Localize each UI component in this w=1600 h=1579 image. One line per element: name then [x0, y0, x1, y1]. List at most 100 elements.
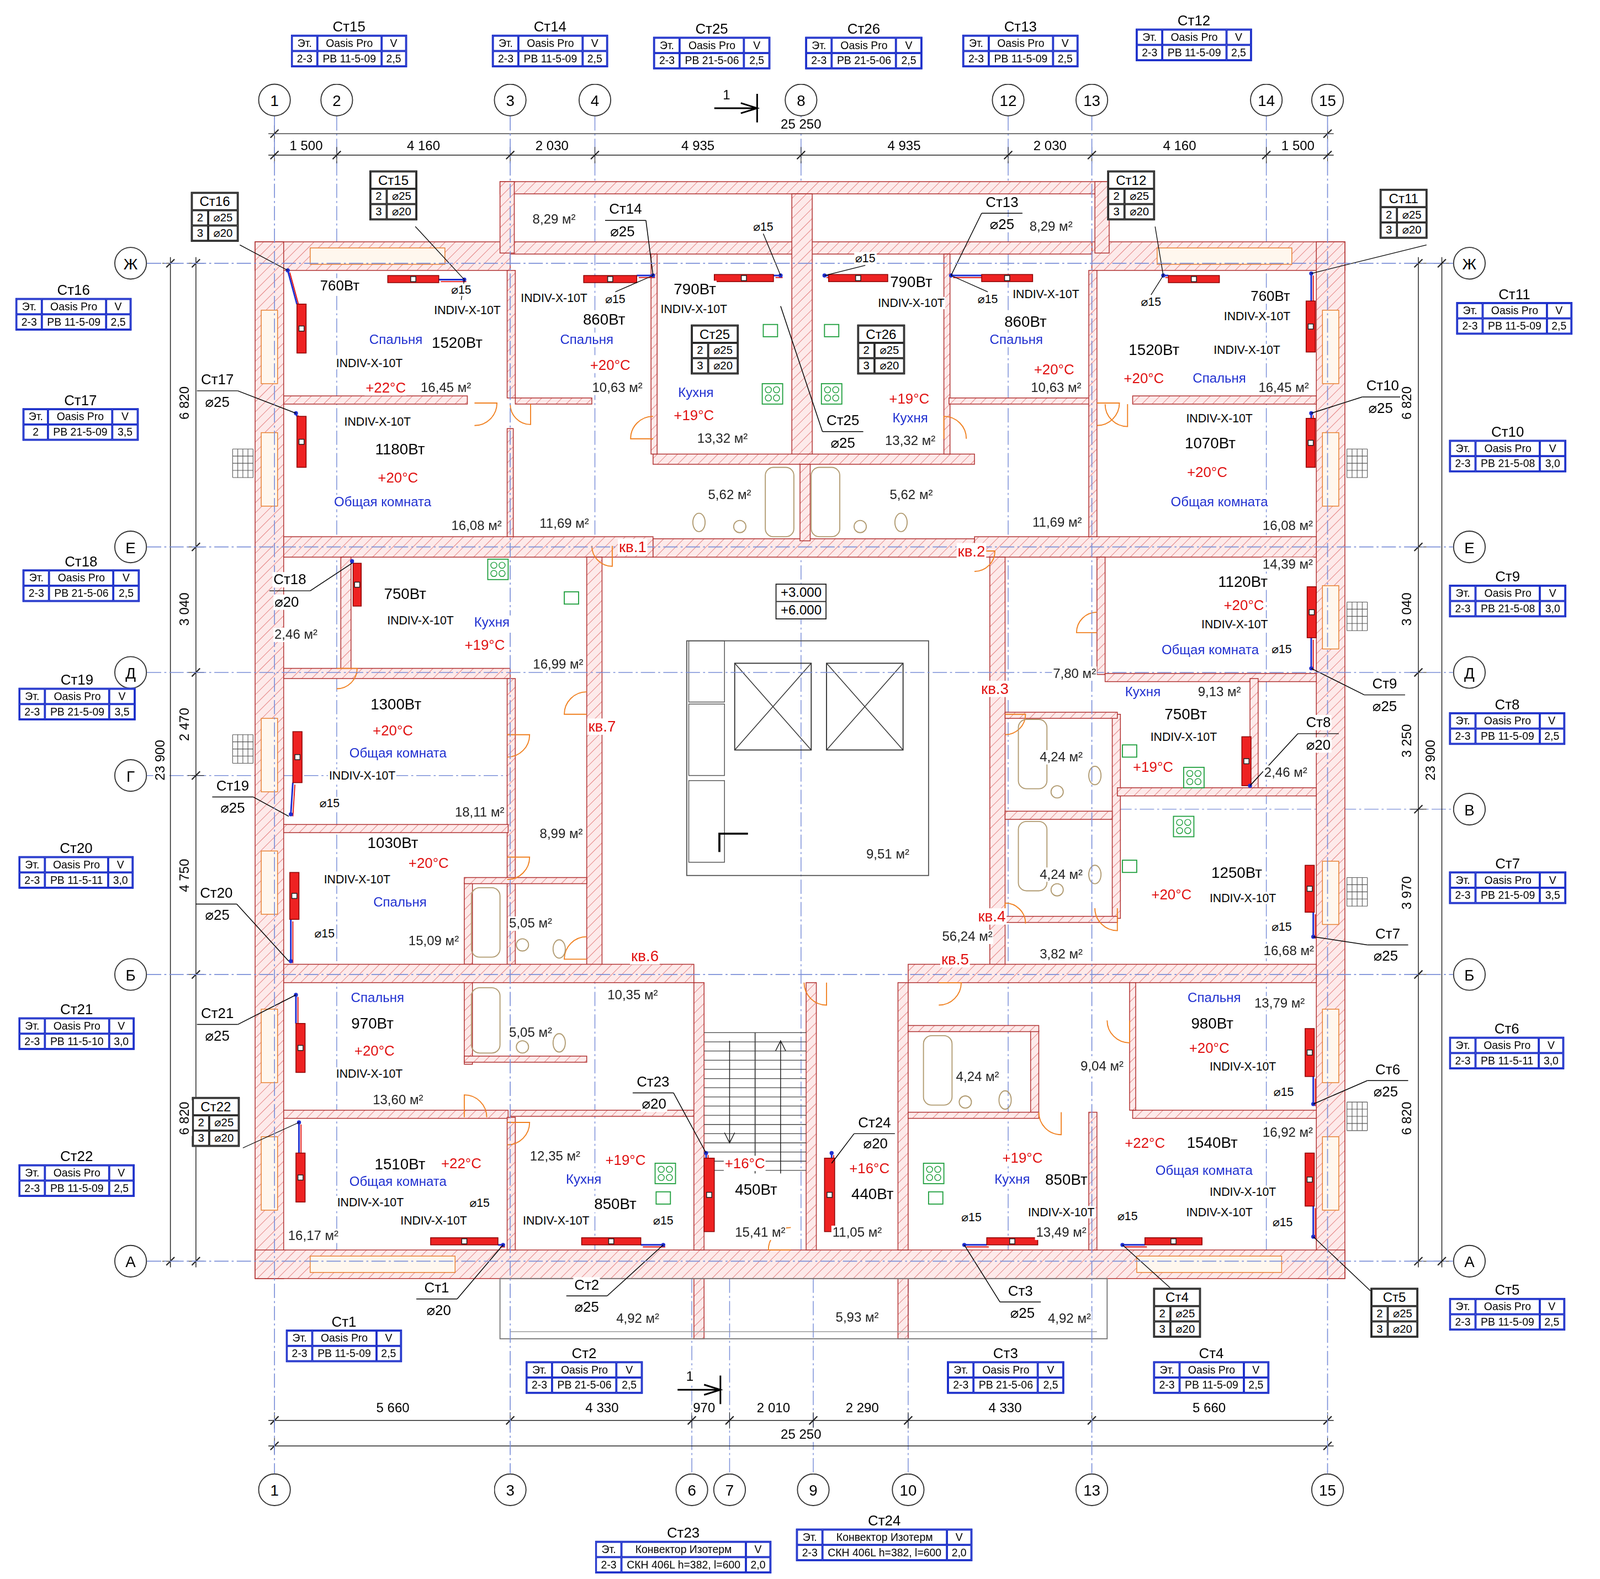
- wall: [806, 982, 817, 1250]
- section-mark: [714, 93, 758, 123]
- pipe: [289, 272, 300, 306]
- axis-bubble: 6: [675, 1473, 709, 1507]
- riser-callout: Ст1: [423, 1280, 451, 1296]
- table-cell: РВ 11-5-09: [41, 314, 106, 330]
- window: [1157, 247, 1292, 265]
- riser-title: Ст5: [1494, 1281, 1520, 1298]
- radiator-table: Ст26Эт.Oasis ProV2-3РВ 21-5-062,5: [804, 20, 923, 70]
- burner: [765, 386, 772, 393]
- room-temperature: +20°C: [1222, 597, 1266, 613]
- riser-callout: Ст23: [635, 1074, 671, 1090]
- table-grid: Эт.Конвектор ИзотермV2-3СКН 406L h=382, …: [796, 1528, 973, 1562]
- radiator: [292, 731, 303, 783]
- pipe: [440, 281, 466, 283]
- axis-mark: Д: [1464, 663, 1475, 681]
- room-area: 3,82 м²: [1038, 946, 1084, 961]
- thermostat: [608, 1238, 614, 1244]
- grille-line: [1367, 601, 1368, 631]
- wall: [507, 270, 516, 399]
- table-cell: Oasis Pro: [518, 35, 582, 52]
- table-cell: V: [109, 689, 135, 705]
- door-swing: [1097, 403, 1120, 426]
- dimension-line: [170, 257, 171, 1268]
- wall: [653, 538, 975, 558]
- leaders: [195, 213, 1427, 1302]
- table-cell: 2-3: [1449, 601, 1476, 617]
- wall: [944, 253, 951, 454]
- table-cell: 2,5: [1037, 1377, 1063, 1393]
- extension-line: [336, 146, 337, 164]
- heat-load: 860Вт: [581, 311, 627, 328]
- riser-callout: Ст24: [856, 1114, 892, 1130]
- axis-bubble: В: [1453, 792, 1486, 826]
- table-cell: Oasis Pro: [552, 1362, 617, 1378]
- room-area: 11,05 м²: [831, 1225, 883, 1240]
- table-cell: РВ 11-5-09: [45, 1180, 109, 1196]
- dimension: 23 900: [1423, 738, 1438, 782]
- room-area: 16,92 м²: [1261, 1125, 1315, 1140]
- core: [686, 640, 929, 1174]
- pipe: [297, 997, 299, 1026]
- equipment-note: ⌀15: [1116, 1210, 1139, 1223]
- room-name: Кухня: [1124, 684, 1162, 699]
- callout-rule: [854, 1133, 895, 1135]
- table-cell: РВ 21-5-09: [48, 424, 113, 441]
- axis-line: [1007, 116, 1009, 1279]
- apartment-number: кв.1: [617, 538, 648, 555]
- pipe: [292, 784, 295, 817]
- grille-line: [1347, 469, 1368, 471]
- elevator: [826, 663, 904, 750]
- riser-callout: ⌀25: [573, 1299, 601, 1315]
- wall: [507, 1117, 516, 1250]
- table-cell: Эт.: [19, 689, 46, 705]
- heat-load: 750Вт: [1163, 706, 1209, 723]
- room-temperature: +19°C: [672, 408, 715, 423]
- radiator: [297, 416, 307, 468]
- axis-bubble: 4: [578, 83, 612, 117]
- radiator: [1305, 865, 1315, 913]
- table-cell: Oasis Pro: [1475, 440, 1541, 457]
- table-cell: V: [1037, 1362, 1063, 1378]
- pipe: [1314, 1208, 1316, 1239]
- table-cell: РВ 21-5-06: [973, 1377, 1039, 1393]
- table-cell: 2-3: [292, 50, 319, 67]
- table-cell: ⌀25: [1387, 1306, 1418, 1322]
- dimension: 4 750: [177, 857, 192, 894]
- riser-callout: Ст18: [272, 571, 307, 587]
- equipment-note: ⌀15: [976, 292, 999, 305]
- leader-line: [607, 1244, 664, 1296]
- wall: [693, 982, 704, 1250]
- pipe: [1312, 912, 1315, 937]
- burner: [773, 386, 780, 393]
- axis-bubble: 7: [713, 1473, 746, 1507]
- radiator: [387, 275, 439, 283]
- table-cell: 2,5: [1539, 728, 1565, 745]
- dimension: 2 290: [844, 1401, 881, 1416]
- room-area: 4,24 м²: [1038, 867, 1084, 882]
- table-grid: Эт.Oasis ProV2-3РВ 21-5-093,5: [1448, 871, 1566, 904]
- room-name: Общая комната: [332, 495, 433, 510]
- radiator: [352, 563, 362, 607]
- table-cell: 2-3: [947, 1377, 974, 1393]
- room-area: 10,63 м²: [591, 380, 644, 395]
- table-grid: Эт.Oasis ProV2-3РВ 11-5-103,0: [18, 1017, 135, 1051]
- table-cell: V: [107, 857, 133, 873]
- radiator: [1241, 736, 1252, 786]
- equipment-note: ⌀15: [1140, 295, 1163, 309]
- wall: [500, 181, 1108, 194]
- equipment-note: INDIV-X-10T: [1208, 1060, 1278, 1073]
- radiator: [1306, 418, 1316, 468]
- table-cell: 2,5: [896, 53, 921, 69]
- table-grid: Эт.Oasis ProV2-3РВ 11-5-092,5: [15, 298, 132, 331]
- room-name: Кухня: [891, 411, 930, 426]
- heat-load: 850Вт: [1044, 1171, 1089, 1188]
- room-area: 16,45 м²: [1257, 380, 1311, 395]
- radiator: [981, 274, 1033, 282]
- riser-callout: ⌀25: [988, 216, 1016, 232]
- dimension: 5 660: [375, 1401, 411, 1416]
- riser-diameter-table: Ст252⌀253⌀20: [690, 324, 739, 375]
- wall: [908, 1025, 1040, 1032]
- door-swing: [1004, 903, 1026, 924]
- radiator-table: Ст6Эт.Oasis ProV2-3РВ 11-5-113,0: [1448, 1020, 1565, 1070]
- table-cell: 2: [1380, 207, 1398, 223]
